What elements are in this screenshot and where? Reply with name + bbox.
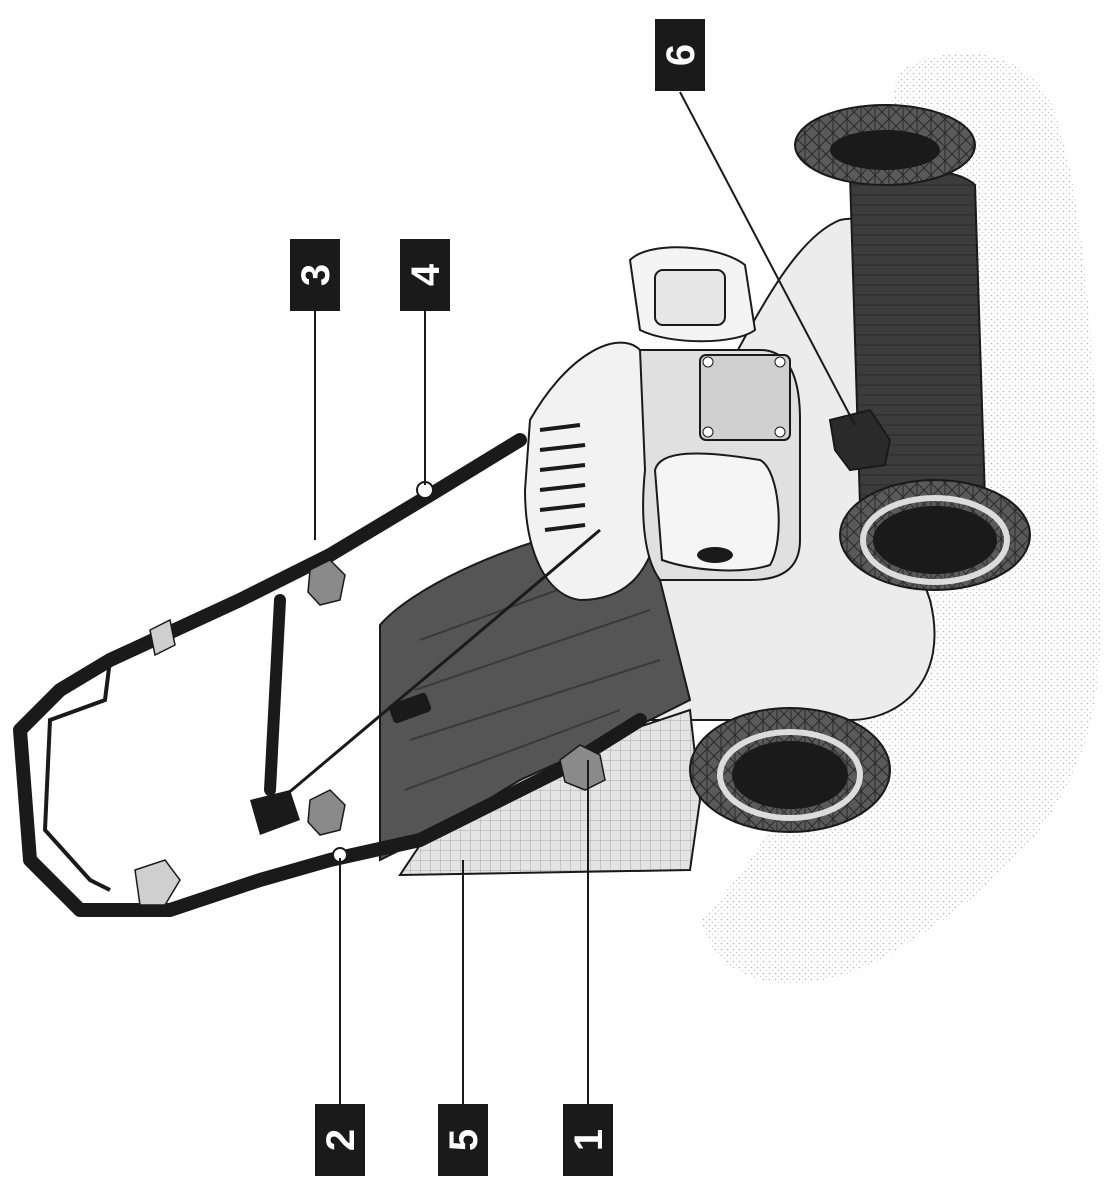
upper-handle-knob xyxy=(307,559,346,606)
bolt xyxy=(702,426,714,438)
rear-wheel-bottom-rim xyxy=(860,495,1010,585)
throttle-cable xyxy=(279,528,601,802)
bail-lever xyxy=(42,659,112,892)
fuel-tank xyxy=(653,452,780,572)
engine-vents xyxy=(539,423,586,532)
lower-handle-knob-left xyxy=(559,744,606,791)
front-wheel-hub xyxy=(732,741,848,809)
rear-wheel-top-hub xyxy=(830,130,940,170)
callout-5-label: 5 xyxy=(442,1129,486,1151)
fuel-cap xyxy=(697,547,733,563)
grass-catcher xyxy=(379,524,692,862)
air-filter-panel xyxy=(654,269,726,326)
handle-crossbar xyxy=(264,594,286,796)
middle-handle-knob xyxy=(307,789,346,836)
parking-lever xyxy=(250,790,300,835)
callout-2: 2 xyxy=(315,1104,365,1176)
handle-bar xyxy=(13,433,647,917)
bolt xyxy=(774,426,786,438)
rear-wheel-bottom-hub xyxy=(873,506,997,574)
callout-6: 6 xyxy=(655,19,705,91)
callout-1: 1 xyxy=(563,1104,613,1176)
callout-3-label: 3 xyxy=(294,264,338,286)
callout-4: 4 xyxy=(400,239,450,311)
callout-4-label: 4 xyxy=(404,263,448,286)
callout-6-label: 6 xyxy=(659,44,703,66)
callout-1-label: 1 xyxy=(567,1129,611,1151)
grass-catcher-ribs xyxy=(404,559,661,791)
callout-2-label: 2 xyxy=(319,1129,363,1151)
engine-cover-plate xyxy=(699,354,791,441)
bolt xyxy=(774,356,786,368)
front-wheel-rim xyxy=(717,729,863,821)
throttle-control xyxy=(134,859,181,906)
callout-5: 5 xyxy=(438,1104,488,1176)
callout-3: 3 xyxy=(290,239,340,311)
leader-line-6 xyxy=(679,91,856,426)
drive-control-box xyxy=(828,408,892,472)
handle-clamp xyxy=(149,618,176,657)
grass-catcher-handle xyxy=(388,692,432,724)
bolt xyxy=(702,356,714,368)
